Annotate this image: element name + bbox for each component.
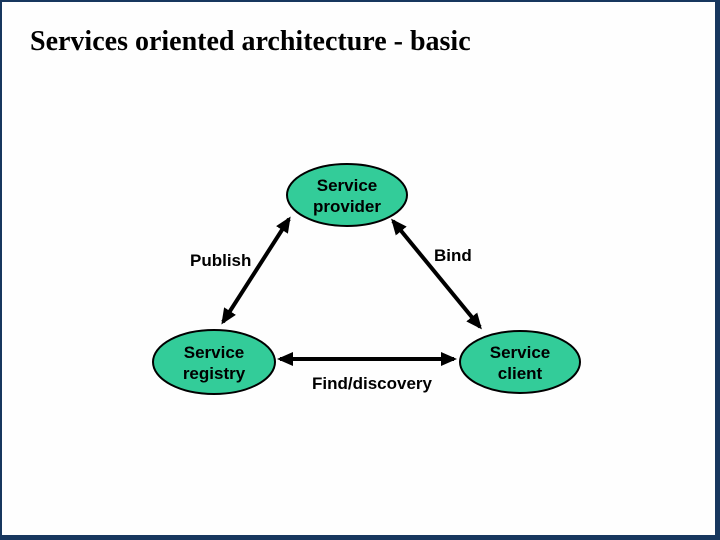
slide-title: Services oriented architecture - basic — [30, 26, 471, 57]
service-provider-label-line2: provider — [313, 197, 381, 216]
service-provider-node: Service provider — [286, 163, 408, 227]
service-client-label-line1: Service — [490, 343, 551, 362]
service-registry-label-line2: registry — [183, 364, 246, 383]
publish-label: Publish — [190, 251, 251, 270]
service-registry-label-line1: Service — [184, 343, 245, 362]
bind-arrow — [391, 218, 482, 330]
service-registry-node: Service registry — [152, 329, 276, 395]
service-client-node: Service client — [459, 330, 581, 394]
find-discovery-label: Find/discovery — [312, 374, 433, 393]
publish-arrow — [221, 216, 291, 325]
service-client-ellipse — [459, 330, 581, 394]
service-registry-ellipse — [152, 329, 276, 395]
service-client-label-line2: client — [498, 364, 543, 383]
bind-label: Bind — [434, 246, 472, 265]
service-provider-label-line1: Service — [317, 176, 378, 195]
service-provider-ellipse — [286, 163, 408, 227]
